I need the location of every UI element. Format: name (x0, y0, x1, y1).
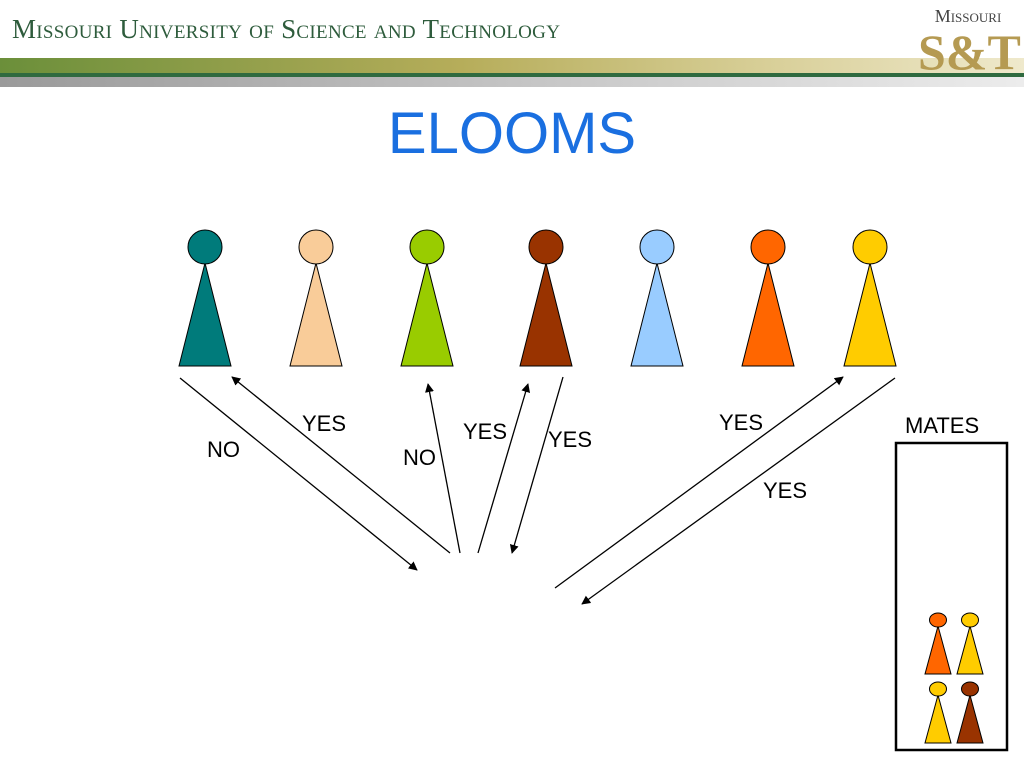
figure-body (843, 262, 897, 367)
logo-text-top: Missouri (934, 6, 1002, 26)
logo-text-main: S&T (918, 24, 1021, 80)
arrow-no-green (425, 383, 461, 554)
person-figure-6 (741, 229, 795, 367)
figure-head (639, 229, 675, 265)
person-figure-1 (178, 229, 232, 367)
figure-head (409, 229, 445, 265)
person-figure-5 (630, 229, 684, 367)
mate-head (961, 681, 979, 697)
mate-figure (956, 681, 984, 744)
person-figure-7 (843, 229, 897, 367)
figure-body (400, 262, 454, 367)
person-figure-2 (289, 229, 343, 367)
arrow-yes-brown-up (477, 383, 531, 554)
arrow-yes-yellow-down (581, 377, 896, 605)
mate-body (956, 624, 984, 675)
figure-body (741, 262, 795, 367)
edge-label-yes-yellow-up: YES (719, 410, 764, 435)
figure-head (187, 229, 223, 265)
arrow-no-teal (179, 377, 418, 571)
edge-label-no-green: NO (403, 445, 436, 470)
mate-head (961, 612, 979, 628)
mate-body (924, 693, 952, 744)
figure-body (178, 262, 232, 367)
mates-label: MATES (905, 413, 980, 438)
university-logo: Missouri S&T (918, 6, 1021, 84)
figure-head (750, 229, 786, 265)
mate-figure (956, 612, 984, 675)
mates-box (894, 441, 1009, 752)
figure-head (298, 229, 334, 265)
figure-body (630, 262, 684, 367)
slide-title: ELOOMS (387, 101, 637, 166)
mate-head (929, 681, 947, 697)
edge-label-yes-teal: YES (302, 411, 347, 436)
arrow-yes-yellow-up (554, 376, 844, 589)
connection-arrows (179, 376, 896, 605)
header-bar-green-line (0, 73, 1024, 77)
figures-row (178, 229, 897, 367)
mate-body (956, 693, 984, 744)
mate-figure (924, 612, 952, 675)
figure-head (852, 229, 888, 265)
edge-label-yes-yellow-down: YES (763, 478, 808, 503)
edge-label-yes-brown-up: YES (463, 419, 508, 444)
figure-head (528, 229, 564, 265)
header-bar-grey (0, 77, 1024, 87)
slide-header: Missouri University of Science and Techn… (0, 0, 1024, 90)
mates-figures (924, 612, 984, 744)
figure-body (519, 262, 573, 367)
mate-head (929, 612, 947, 628)
figure-body (289, 262, 343, 367)
mate-figure (924, 681, 952, 744)
person-figure-4 (519, 229, 573, 367)
edge-label-yes-brown-down: YES (548, 427, 593, 452)
arrow-yes-teal (231, 376, 451, 554)
header-bar-gold (0, 58, 1024, 73)
university-title: Missouri University of Science and Techn… (12, 14, 561, 44)
arrow-yes-brown-down (509, 376, 564, 554)
mate-body (924, 624, 952, 675)
person-figure-3 (400, 229, 454, 367)
edge-label-no-teal: NO (207, 437, 240, 462)
